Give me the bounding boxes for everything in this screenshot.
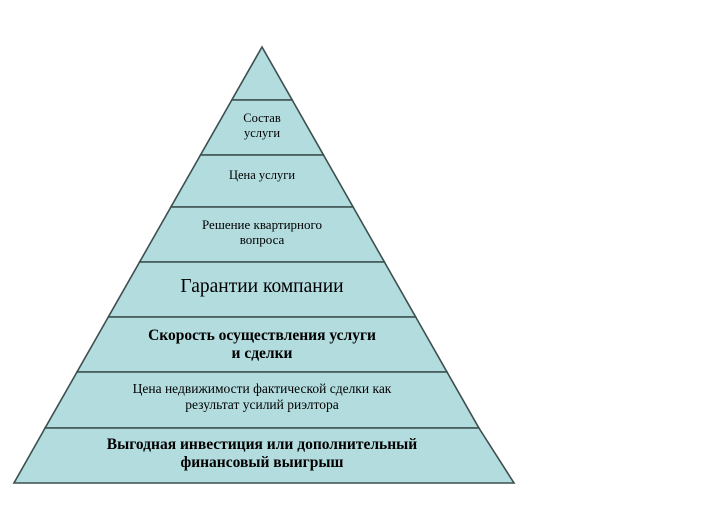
pyramid-apex-cap[interactable] — [230, 45, 294, 101]
pyramid-level-5-label: Скорость осуществления услуги и сделки — [148, 327, 376, 362]
pyramid-level-3-label: Решение квартирного вопроса — [201, 217, 323, 248]
pyramid-level-4-label: Гарантии компании — [180, 276, 344, 297]
pyramid-level-2-label: Цена услуги — [228, 168, 296, 182]
pyramid-level-1-label: Состав услуги — [243, 111, 281, 140]
pyramid-level-7-label: Выгодная инвестиция или дополнительный ф… — [106, 436, 418, 471]
pyramid-level-7[interactable] — [12, 427, 516, 484]
pyramid-level-6-label: Цена недвижимости фактической сделки как… — [132, 381, 392, 412]
